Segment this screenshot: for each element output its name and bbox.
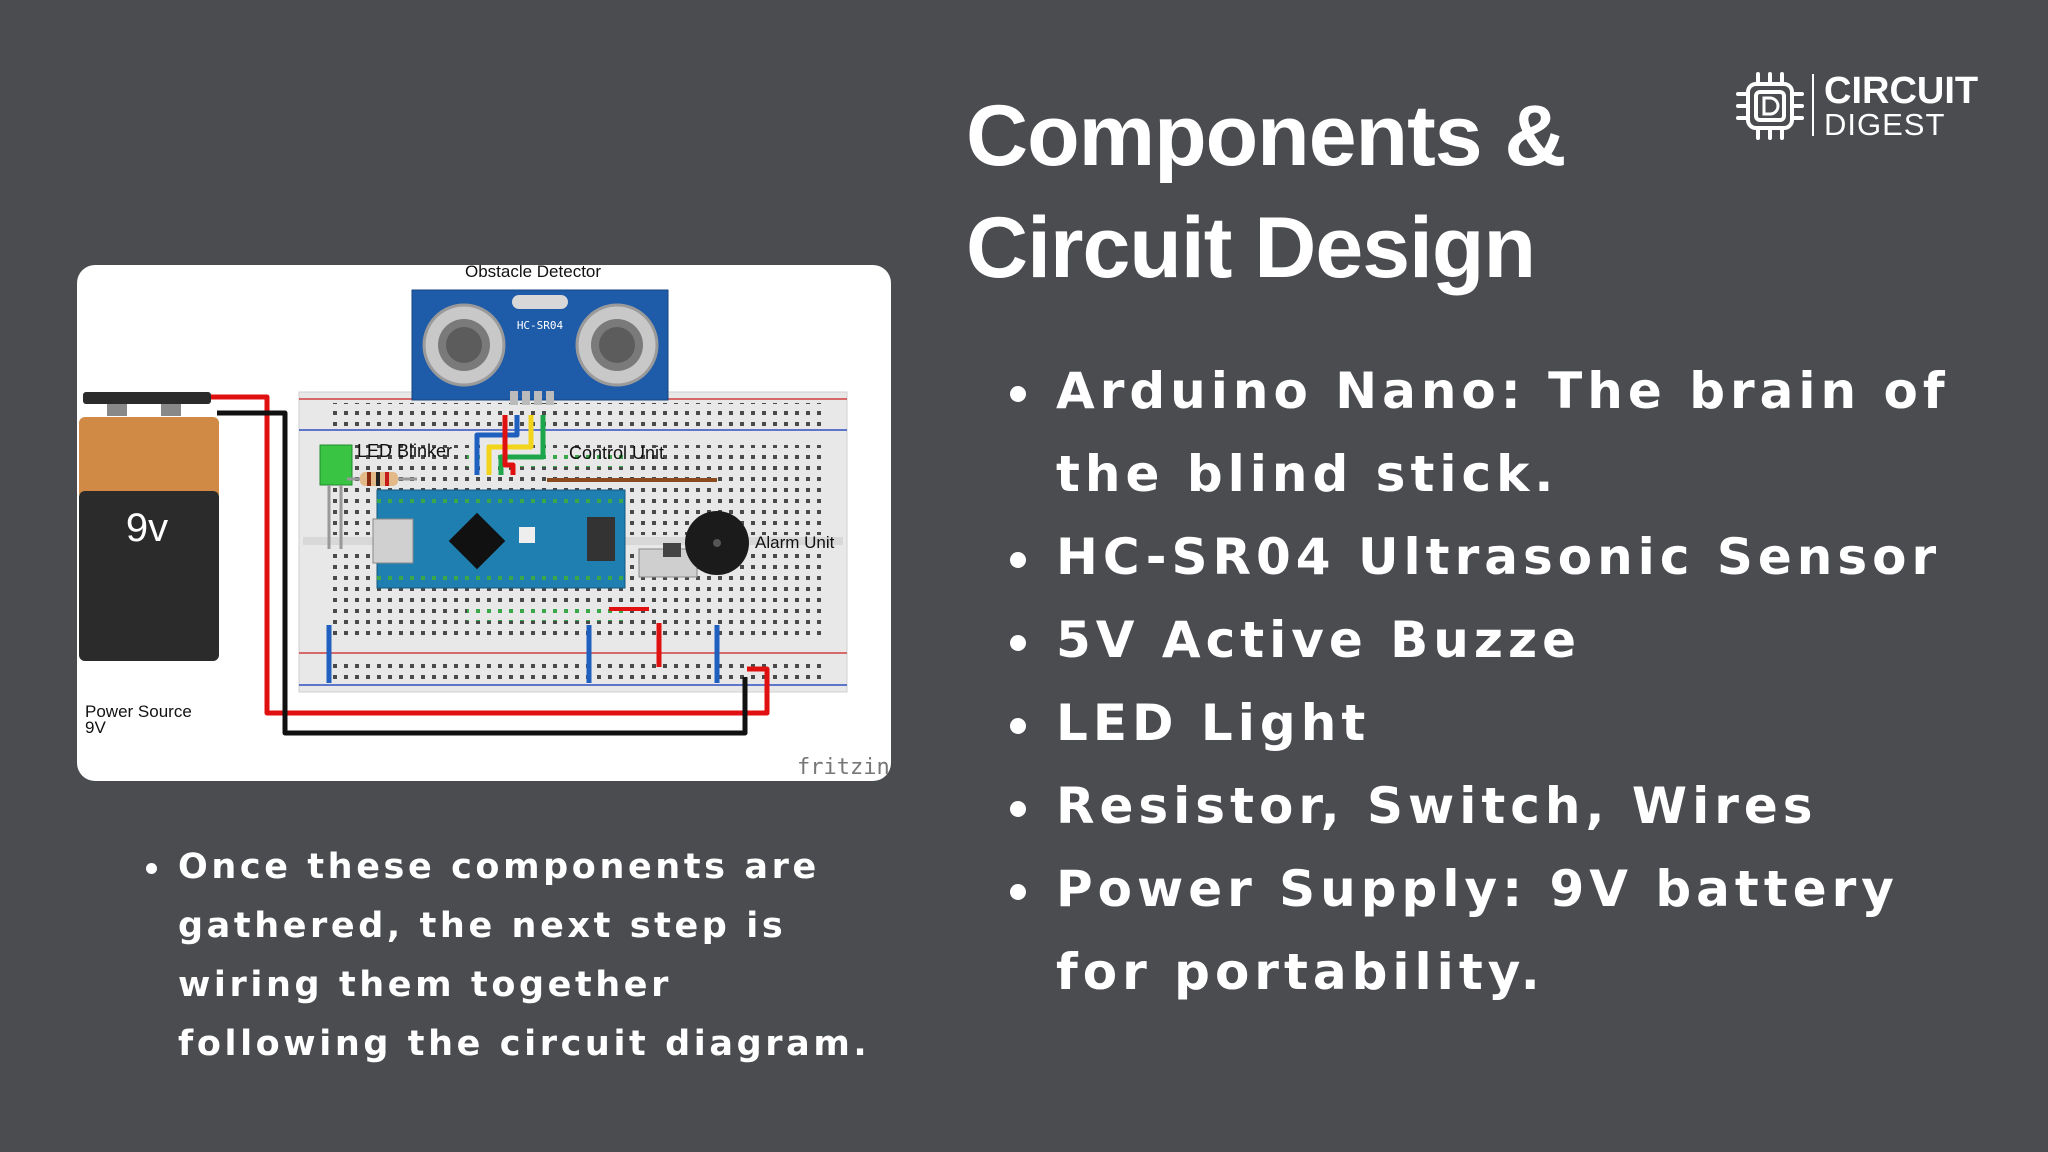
wire-red-main: [197, 394, 770, 716]
list-item: Resistor, Switch, Wires: [1006, 765, 2006, 848]
list-item: Power Supply: 9V battery for portability…: [1006, 848, 2006, 1014]
led-blinker-label: LED Blinker: [357, 441, 452, 461]
led: [319, 444, 353, 549]
wire-red-sensor: [502, 415, 516, 475]
list-item: LED Light: [1006, 682, 2006, 765]
logo-wordmark: CIRCUIT DIGEST: [1824, 72, 1978, 140]
slide-title-line2: Circuit Design: [966, 200, 1536, 296]
circuit-diagram: HC-SR04 Obstacle Detector LED Blinker Co…: [77, 265, 891, 781]
battery-9v: [79, 392, 219, 661]
slide-title: Components & Circuit Design: [966, 80, 1567, 304]
list-item: Arduino Nano: The brain of the blind sti…: [1006, 350, 2006, 516]
list-item: 5V Active Buzze: [1006, 599, 2006, 682]
logo-divider: [1812, 74, 1814, 136]
ultrasonic-sensor: HC-SR04: [411, 289, 669, 405]
power-source-label: Power Source: [85, 702, 192, 721]
slide-title-line1: Components &: [966, 88, 1567, 184]
sensor-model-label: HC-SR04: [517, 319, 564, 332]
wire-blue-sensor: [474, 415, 520, 475]
resistor: [347, 472, 417, 486]
circuit-digest-chip-icon: [1736, 72, 1804, 140]
list-item: Once these components are gathered, the …: [140, 838, 890, 1074]
power-source-voltage-label: 9V: [85, 718, 106, 737]
control-unit-label: Control Unit: [569, 443, 664, 463]
obstacle-detector-label: Obstacle Detector: [465, 265, 601, 281]
note-list: Once these components are gathered, the …: [140, 838, 890, 1074]
circuit-digest-logo: CIRCUIT DIGEST: [1736, 70, 1986, 142]
wire-yellow-sensor: [486, 415, 534, 475]
arduino-nano: [372, 489, 626, 589]
buzzer: [685, 511, 749, 575]
wire-black-main: [217, 410, 748, 736]
logo-line2: DIGEST: [1824, 107, 1946, 142]
components-list: Arduino Nano: The brain of the blind sti…: [1006, 350, 2006, 1014]
wires: [197, 394, 770, 736]
battery-label: 9v: [126, 506, 168, 550]
alarm-unit-label: Alarm Unit: [755, 533, 835, 552]
list-item: HC-SR04 Ultrasonic Sensor: [1006, 516, 2006, 599]
logo-line1: CIRCUIT: [1824, 70, 1979, 112]
wire-green-sensor: [498, 415, 546, 475]
fritzing-watermark: fritzing: [797, 755, 891, 780]
